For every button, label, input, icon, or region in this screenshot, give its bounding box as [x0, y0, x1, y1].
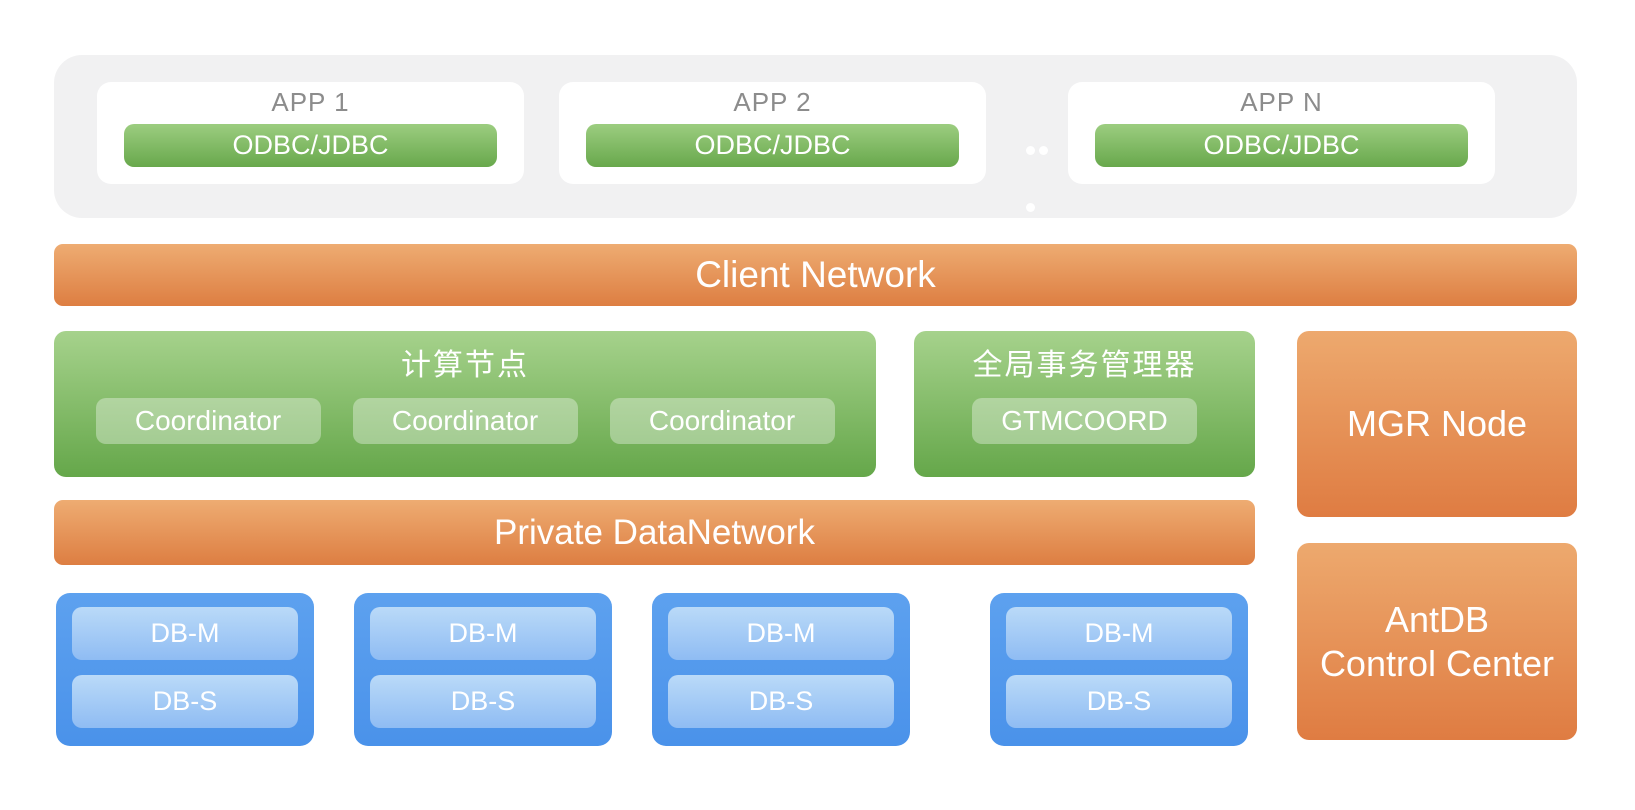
db-master-pill: DB-M	[1006, 607, 1232, 660]
gtmcoord-pill: GTMCOORD	[972, 398, 1197, 444]
app-title: APP N	[1240, 87, 1323, 117]
db-master-pill: DB-M	[370, 607, 596, 660]
ellipsis-dots-icon	[1026, 146, 1035, 155]
app-title: APP 1	[271, 87, 350, 117]
odbc-jdbc-pill: ODBC/JDBC	[586, 124, 959, 167]
mgr-node-box: MGR Node	[1297, 331, 1577, 517]
control-center-label-line1: AntDB	[1384, 598, 1490, 640]
db-master-pill: DB-M	[668, 607, 894, 660]
gtm-box: 全局事务管理器 GTMCOORD	[914, 331, 1255, 477]
ellipsis-dots-icon	[1026, 203, 1035, 212]
db-standby-pill: DB-S	[72, 675, 298, 728]
ellipsis-dots-icon	[1039, 146, 1048, 155]
coordinator-row: Coordinator Coordinator Coordinator	[95, 398, 835, 444]
db-group-4: DB-M DB-S	[990, 593, 1248, 746]
compute-node-box: 计算节点 Coordinator Coordinator Coordinator	[54, 331, 876, 477]
private-datanetwork-bar: Private DataNetwork	[54, 500, 1255, 565]
compute-node-title: 计算节点	[401, 349, 529, 382]
app-card-2: APP 2 ODBC/JDBC	[559, 82, 986, 184]
odbc-jdbc-pill: ODBC/JDBC	[1095, 124, 1468, 167]
mgr-node-label: MGR Node	[1346, 403, 1528, 444]
db-standby-pill: DB-S	[370, 675, 596, 728]
odbc-jdbc-pill: ODBC/JDBC	[124, 124, 497, 167]
app-card-n: APP N ODBC/JDBC	[1068, 82, 1495, 184]
db-group-3: DB-M DB-S	[652, 593, 910, 746]
app-layer-container: APP 1 ODBC/JDBC APP 2 ODBC/JDBC APP N OD…	[54, 55, 1577, 218]
coordinator-pill: Coordinator	[95, 398, 321, 444]
app-card-1: APP 1 ODBC/JDBC	[97, 82, 524, 184]
db-standby-pill: DB-S	[1006, 675, 1232, 728]
client-network-bar: Client Network	[54, 244, 1577, 306]
db-group-1: DB-M DB-S	[56, 593, 314, 746]
db-standby-pill: DB-S	[668, 675, 894, 728]
control-center-box: AntDB Control Center	[1297, 543, 1577, 740]
coordinator-pill: Coordinator	[352, 398, 578, 444]
gtmcoord-row: GTMCOORD	[972, 398, 1197, 444]
db-master-pill: DB-M	[72, 607, 298, 660]
app-title: APP 2	[733, 87, 812, 117]
db-group-2: DB-M DB-S	[354, 593, 612, 746]
control-center-label-line2: Control Center	[1319, 642, 1555, 684]
coordinator-pill: Coordinator	[609, 398, 835, 444]
gtm-title: 全局事务管理器	[972, 349, 1197, 382]
